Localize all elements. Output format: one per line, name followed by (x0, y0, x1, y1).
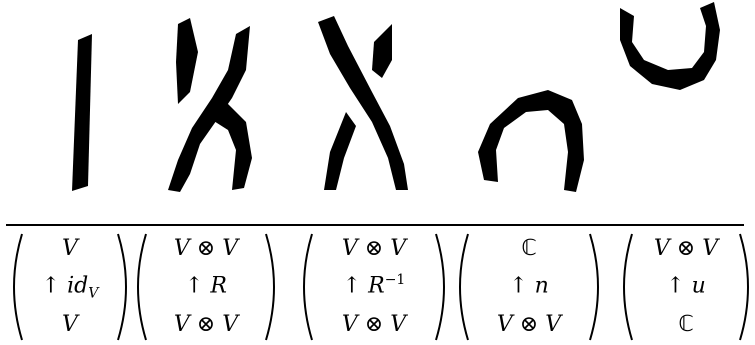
right-parenthesis (588, 232, 604, 342)
cap-n (478, 90, 584, 192)
left-parenthesis (298, 232, 314, 342)
matrix-cup-u: V ⊗ V ↑ u ℂ (618, 232, 754, 342)
matrix-bottom: V ⊗ V (342, 314, 406, 336)
morphism-label: id (67, 273, 88, 298)
matrix-top: V ⊗ V (342, 238, 406, 260)
right-parenthesis (738, 232, 754, 342)
morphism-label: n (535, 273, 549, 298)
morphism-superscript: −1 (385, 272, 406, 288)
matrix-r-inverse: V ⊗ V ↑ R−1 V ⊗ V (298, 232, 450, 342)
up-arrow: ↑ (509, 273, 527, 298)
right-parenthesis (116, 232, 132, 342)
matrix-bottom: V (62, 314, 78, 336)
cup-u (620, 2, 720, 90)
morphism-subscript: V (88, 286, 98, 302)
right-parenthesis (434, 232, 450, 342)
matrix-r: V ⊗ V ↑ R V ⊗ V (132, 232, 280, 342)
matrix-top: V ⊗ V (174, 238, 238, 260)
matrix-arrow-row: ↑ n (509, 273, 549, 301)
left-parenthesis (618, 232, 634, 342)
matrix-arrow-row: ↑ R−1 (343, 273, 406, 301)
horizontal-rule (6, 224, 744, 226)
up-arrow: ↑ (666, 273, 684, 298)
up-arrow: ↑ (42, 273, 60, 298)
matrix-arrow-row: ↑ R (185, 273, 227, 301)
morphism-label: u (692, 273, 706, 298)
matrix-identity: V ↑ idV V (8, 232, 132, 342)
left-parenthesis (132, 232, 148, 342)
morphism-label: R (210, 273, 227, 298)
identity-strand (72, 34, 92, 191)
right-parenthesis (264, 232, 280, 342)
matrix-top: V ⊗ V (654, 238, 718, 260)
matrix-arrow-row: ↑ u (666, 273, 706, 301)
matrix-bottom: ℂ (678, 314, 693, 336)
up-arrow: ↑ (185, 273, 203, 298)
matrix-cap-n: ℂ ↑ n V ⊗ V (454, 232, 604, 342)
braid-crossing-r (168, 18, 252, 192)
morphism-label: R (368, 273, 385, 298)
braid-crossing-r-inverse (318, 16, 408, 190)
matrix-bottom: V ⊗ V (497, 314, 561, 336)
ribbon-diagrams (0, 0, 755, 200)
matrix-top: ℂ (521, 238, 536, 260)
matrix-bottom: V ⊗ V (174, 314, 238, 336)
up-arrow: ↑ (343, 273, 361, 298)
matrix-top: V (62, 238, 78, 260)
matrix-arrow-row: ↑ idV (42, 273, 99, 301)
left-parenthesis (8, 232, 24, 342)
left-parenthesis (454, 232, 470, 342)
